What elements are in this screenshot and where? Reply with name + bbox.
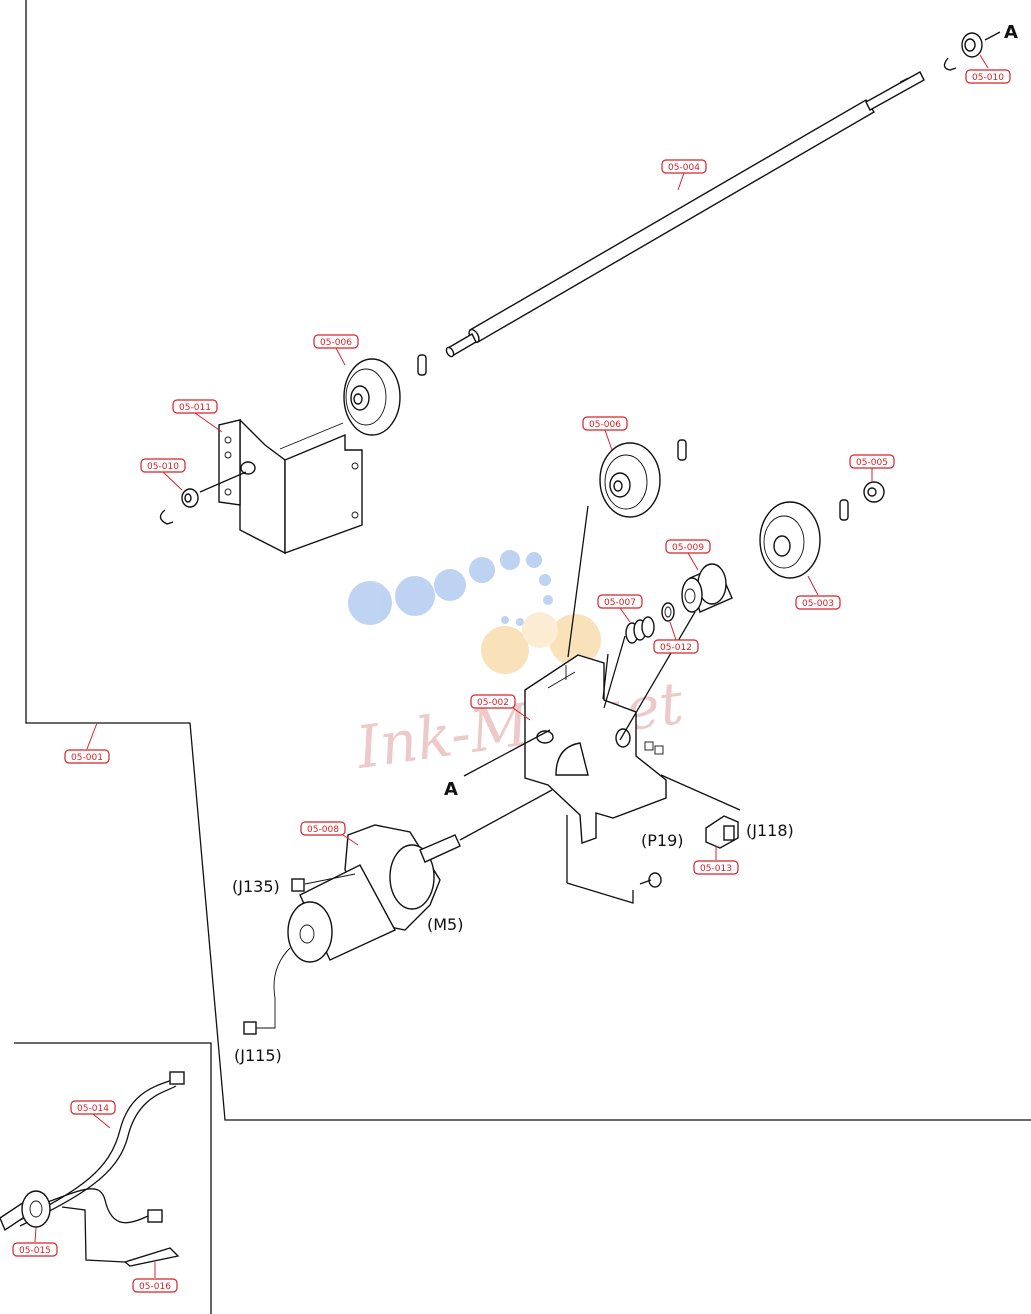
label-left-bracket: 05-011 xyxy=(172,399,218,414)
svg-text:05-011: 05-011 xyxy=(179,403,211,413)
right-bushing xyxy=(839,481,885,521)
svg-text:05-012: 05-012 xyxy=(660,643,692,653)
svg-text:05-014: 05-014 xyxy=(77,1104,109,1114)
leader-lines xyxy=(34,54,989,1278)
label-pulley: 05-009 xyxy=(665,539,711,554)
svg-text:05-006: 05-006 xyxy=(320,338,352,348)
svg-text:05-009: 05-009 xyxy=(672,543,704,553)
center-gear xyxy=(599,439,687,518)
label-washer: 05-012 xyxy=(653,639,699,654)
marker-a-mid: A xyxy=(444,779,458,800)
svg-text:05-010: 05-010 xyxy=(972,73,1004,83)
connector-j118: (J118) xyxy=(746,821,794,840)
sensor xyxy=(660,774,741,849)
top-bushing xyxy=(943,31,1001,71)
svg-text:05-006: 05-006 xyxy=(589,420,621,430)
label-cable-tie: 05-016 xyxy=(132,1278,178,1293)
svg-text:05-005: 05-005 xyxy=(856,458,888,468)
svg-text:05-008: 05-008 xyxy=(307,825,339,835)
label-shaft: 05-004 xyxy=(661,159,707,174)
screw xyxy=(639,872,662,888)
large-gear xyxy=(759,501,821,579)
motor-m5: (M5) xyxy=(427,915,463,934)
label-sensor: 05-013 xyxy=(693,860,739,875)
main-bracket xyxy=(524,505,696,904)
svg-text:05-013: 05-013 xyxy=(700,864,732,874)
label-frame: 05-001 xyxy=(64,749,110,764)
label-left-bushing: 05-010 xyxy=(140,458,186,473)
svg-text:05-004: 05-004 xyxy=(668,163,700,173)
motor xyxy=(243,729,553,1035)
svg-text:05-007: 05-007 xyxy=(604,598,636,608)
marker-a-top: A xyxy=(1004,22,1018,43)
left-bracket xyxy=(159,419,363,555)
svg-text:05-016: 05-016 xyxy=(139,1282,171,1292)
label-large-gear: 05-003 xyxy=(795,595,841,610)
connector-j115: (J115) xyxy=(234,1046,282,1065)
label-shaft-end-bushing: 05-010 xyxy=(965,69,1011,84)
label-main-bracket: 05-002 xyxy=(470,694,516,709)
harness-inset xyxy=(0,1071,185,1267)
label-spring: 05-007 xyxy=(597,594,643,609)
left-gear xyxy=(343,358,401,436)
connector-p19: (P19) xyxy=(641,831,684,850)
label-left-gear: 05-006 xyxy=(313,334,359,349)
label-right-bushing: 05-005 xyxy=(849,454,895,469)
label-motor: 05-008 xyxy=(300,821,346,836)
label-harness: 05-014 xyxy=(70,1100,116,1115)
label-grommet: 05-015 xyxy=(12,1242,58,1257)
connector-j135: (J135) xyxy=(232,877,280,896)
pulley xyxy=(681,563,733,613)
svg-text:05-010: 05-010 xyxy=(147,462,179,472)
svg-text:05-001: 05-001 xyxy=(71,753,103,763)
spring xyxy=(625,602,675,644)
svg-text:05-002: 05-002 xyxy=(477,698,509,708)
svg-text:05-003: 05-003 xyxy=(802,599,834,609)
label-center-gear: 05-006 xyxy=(582,416,628,431)
shaft xyxy=(417,71,925,376)
frame-outline xyxy=(14,0,1031,1314)
svg-text:05-015: 05-015 xyxy=(19,1246,51,1256)
